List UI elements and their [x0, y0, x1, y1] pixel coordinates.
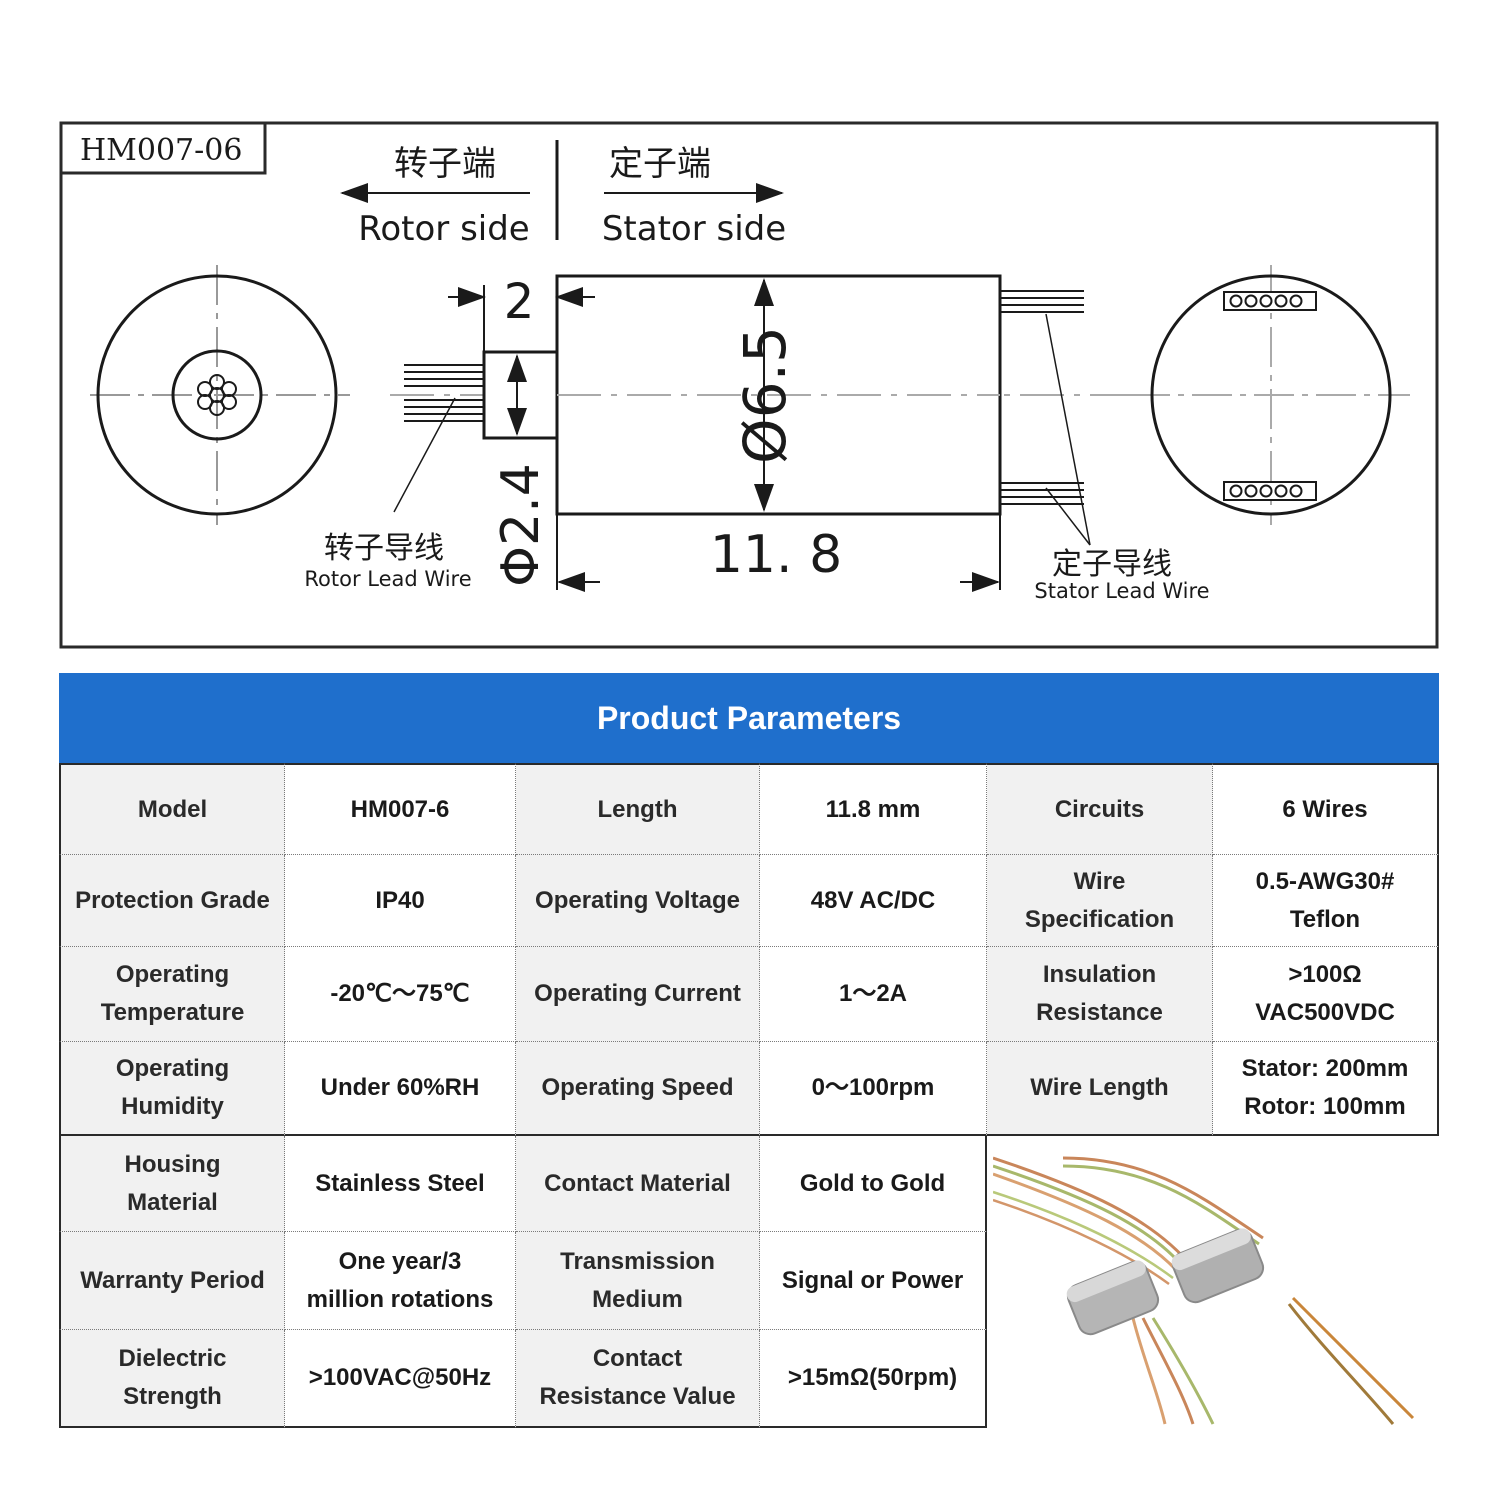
param-value: Under 60%RH — [285, 1042, 516, 1136]
param-value: Gold to Gold — [760, 1136, 987, 1232]
param-label: Operating Current — [516, 947, 760, 1042]
param-value: Signal or Power — [760, 1232, 987, 1330]
param-label: Insulation Resistance — [987, 947, 1213, 1042]
param-value: One year/3 million rotations — [285, 1232, 516, 1330]
stator-side-cn: 定子端 — [609, 144, 711, 184]
param-value: 0.5-AWG30# Teflon — [1213, 855, 1439, 947]
param-label: Housing Material — [59, 1136, 285, 1232]
param-label: Protection Grade — [59, 855, 285, 947]
rotor-shaft — [482, 350, 559, 440]
stator-lead-leader-1 — [1045, 313, 1091, 546]
rotor-lead-cn: 转子导线 — [324, 531, 444, 566]
param-value: IP40 — [285, 855, 516, 947]
param-label: Transmission Medium — [516, 1232, 760, 1330]
param-label: Operating Speed — [516, 1042, 760, 1136]
param-label: Operating Temperature — [59, 947, 285, 1042]
stator-lead-leader-2 — [1045, 487, 1091, 546]
param-value: >100Ω VAC500VDC — [1213, 947, 1439, 1042]
param-value: 1～2A — [760, 947, 987, 1042]
param-value: 11.8 mm — [760, 763, 987, 855]
param-value: >15mΩ(50rpm) — [760, 1330, 987, 1428]
drawing-frame — [59, 121, 1439, 649]
rotor-lead-wires — [404, 364, 484, 422]
rotor-side-en: Rotor side — [358, 209, 529, 249]
dim-body-diameter: Ø6.5 — [731, 326, 799, 464]
rotor-end-view — [90, 265, 350, 525]
param-value: Stator: 200mm Rotor: 100mm — [1213, 1042, 1439, 1136]
rotor-lead-leader — [393, 397, 456, 513]
dim-length: 11. 8 — [710, 525, 842, 585]
param-label: Model — [59, 763, 285, 855]
dim-length-group — [556, 514, 1001, 592]
param-value: HM007-6 — [285, 763, 516, 855]
param-value: 0～100rpm — [760, 1042, 987, 1136]
model-tag-box — [59, 121, 267, 175]
param-label: Wire Length — [987, 1042, 1213, 1136]
param-label: Wire Specification — [987, 855, 1213, 947]
param-label: Dielectric Strength — [59, 1330, 285, 1428]
stator-lead-wires — [1000, 290, 1084, 505]
param-value: Stainless Steel — [285, 1136, 516, 1232]
dim-top-label: 2 — [504, 274, 535, 330]
param-label: Contact Resistance Value — [516, 1330, 760, 1428]
stator-lead-cn: 定子导线 — [1052, 547, 1172, 582]
param-value: 48V AC/DC — [760, 855, 987, 947]
technical-drawing: HM007-06 转子端 Rotor side 定子端 Stator side — [59, 121, 1439, 649]
rotor-lead-en: Rotor Lead Wire — [304, 567, 471, 591]
param-label: Contact Material — [516, 1136, 760, 1232]
rotor-side-cn: 转子端 — [394, 144, 496, 184]
dim-shaft-diameter: Φ2.4 — [491, 463, 551, 587]
param-label: Warranty Period — [59, 1232, 285, 1330]
product-photo — [993, 1148, 1439, 1426]
param-label: Operating Humidity — [59, 1042, 285, 1136]
param-label: Length — [516, 763, 760, 855]
dim-flange-width — [448, 285, 595, 352]
param-value: 6 Wires — [1213, 763, 1439, 855]
param-label: Circuits — [987, 763, 1213, 855]
param-label: Operating Voltage — [516, 855, 760, 947]
stator-end-view — [1130, 265, 1410, 525]
stator-side-en: Stator side — [602, 209, 786, 249]
params-title: Product Parameters — [59, 673, 1439, 763]
param-value: -20℃～75℃ — [285, 947, 516, 1042]
stator-lead-en: Stator Lead Wire — [1034, 579, 1209, 603]
param-value: >100VAC@50Hz — [285, 1330, 516, 1428]
model-tag: HM007-06 — [80, 133, 242, 168]
